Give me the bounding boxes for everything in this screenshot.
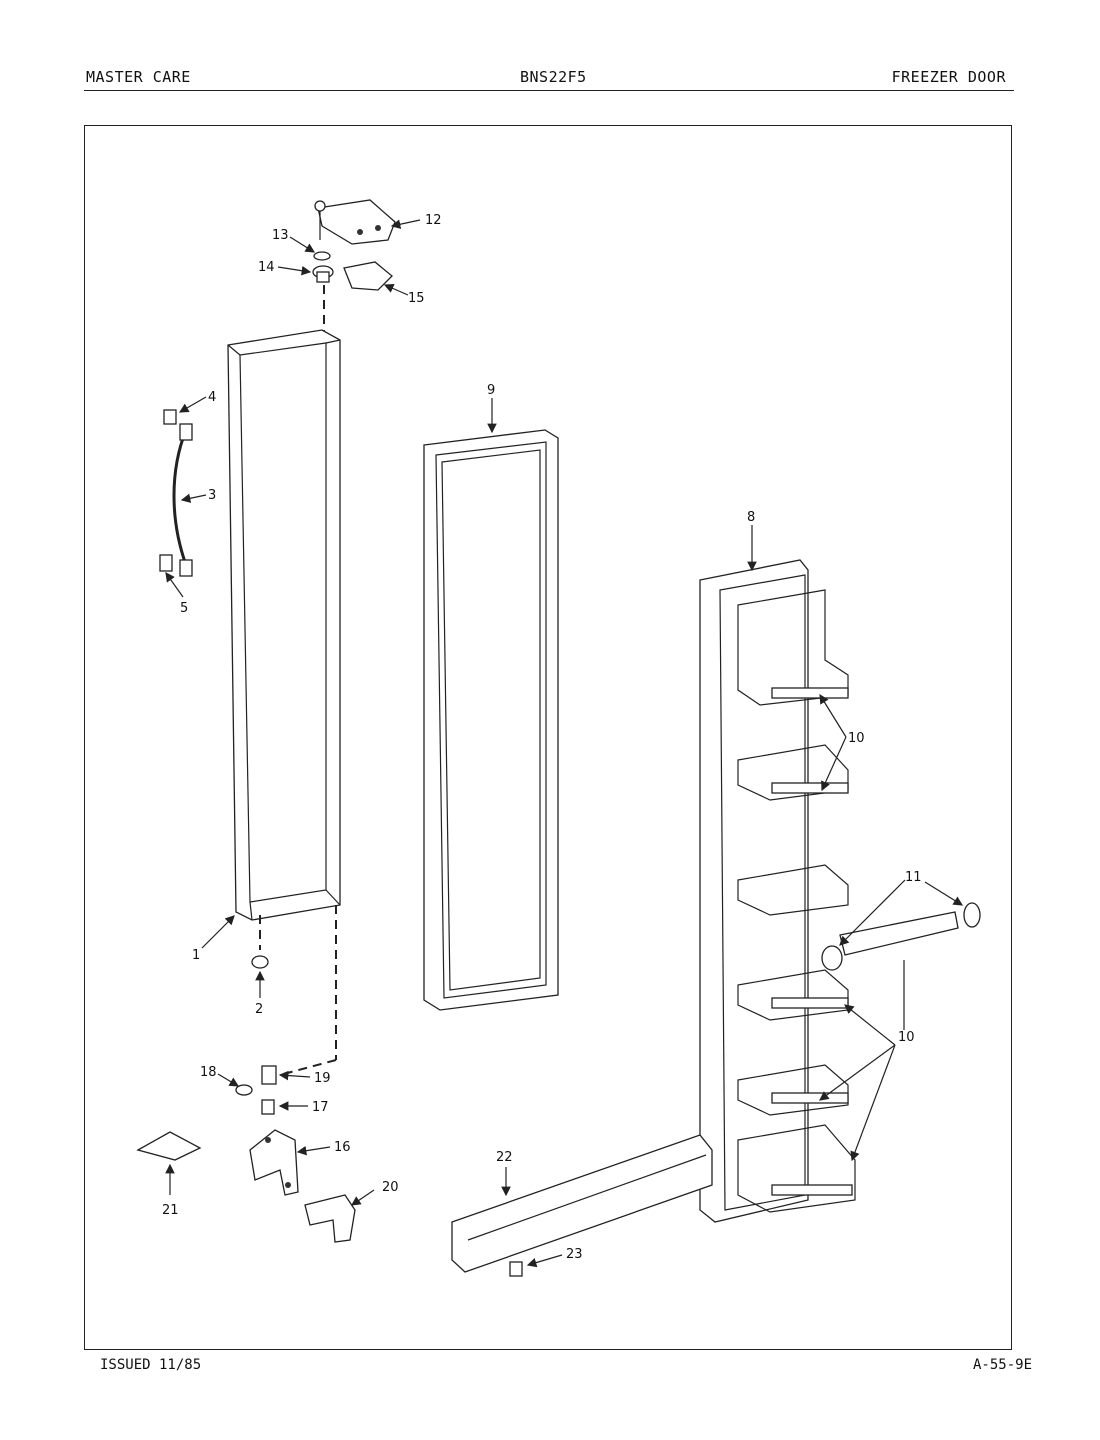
door-panel	[227, 329, 341, 921]
hinge-washer	[313, 251, 331, 261]
label-13: 13	[272, 228, 289, 243]
footer-code: A-55-9E	[973, 1357, 1032, 1373]
header-model: BNS22F5	[520, 68, 587, 86]
label-8: 8	[747, 510, 755, 525]
dairy-bar	[839, 911, 959, 956]
label-2: 2	[255, 1002, 263, 1017]
footer-code-suffix: E	[1023, 1357, 1032, 1373]
bottom-bushing	[261, 1065, 277, 1085]
hinge-pin	[261, 1099, 275, 1115]
door-bottom-bushing	[251, 955, 269, 969]
door-handle	[172, 423, 193, 577]
dairy-bar-end-cap	[821, 902, 981, 971]
label-21: 21	[162, 1203, 179, 1218]
footer-code-main: A-55-9	[972, 1357, 1024, 1373]
header-brand: MASTER CARE	[86, 68, 191, 86]
part-number-labels: 12 13 14 15 4 3 5 1 2 9 8 10 10 11 18 19…	[162, 213, 922, 1262]
label-18: 18	[200, 1065, 217, 1080]
hinge-shim	[343, 261, 393, 291]
footer-issued: ISSUED 11/85	[100, 1357, 202, 1373]
strip-clip	[509, 1261, 523, 1277]
bottom-hinge	[249, 1129, 299, 1196]
bottom-washer	[235, 1084, 253, 1096]
label-15: 15	[408, 291, 425, 306]
header-divider	[84, 90, 1014, 91]
label-19: 19	[314, 1071, 331, 1086]
label-16: 16	[334, 1140, 351, 1155]
label-3: 3	[208, 488, 216, 503]
top-hinge	[314, 199, 396, 245]
header-section: FREEZER DOOR	[891, 68, 1006, 86]
shelf-bar	[771, 687, 853, 1196]
handle-cap-bottom	[159, 554, 173, 572]
label-9: 9	[487, 383, 495, 398]
hinge-shim-bottom	[136, 1131, 202, 1161]
label-23: 23	[566, 1247, 583, 1262]
diagram-frame	[84, 125, 1012, 1350]
label-14: 14	[258, 260, 275, 275]
label-10-a: 10	[848, 731, 865, 746]
breaker-strip	[451, 1134, 713, 1273]
hinge-bushing	[312, 265, 334, 283]
label-22: 22	[496, 1150, 513, 1165]
label-10-b: 10	[898, 1030, 915, 1045]
label-1: 1	[192, 948, 200, 963]
label-17: 17	[312, 1100, 329, 1115]
label-5: 5	[180, 601, 188, 616]
inner-door-liner	[699, 559, 856, 1223]
label-11: 11	[905, 870, 922, 885]
label-4: 4	[208, 390, 216, 405]
leader-lines	[165, 219, 964, 1268]
label-12: 12	[425, 213, 442, 228]
hinge-plate	[304, 1194, 356, 1243]
door-gasket	[423, 429, 559, 1011]
label-20: 20	[382, 1180, 399, 1195]
handle-cap-top	[163, 409, 177, 425]
